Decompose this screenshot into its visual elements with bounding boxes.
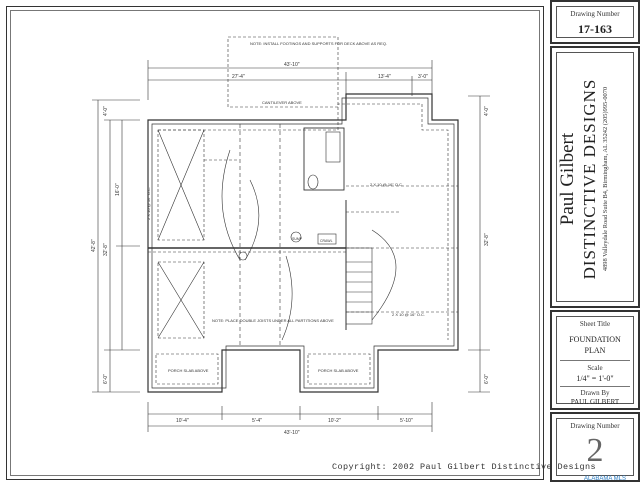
right-dim-2: 4'-0": [484, 106, 490, 116]
designer-name: Paul Gilbert: [557, 132, 578, 226]
company-address: 4898 Valleydale Road Suite B4, Birmingha…: [602, 86, 609, 272]
left-dim-2: 32'-8": [103, 243, 109, 256]
right-dim-1: 32'-8": [484, 233, 490, 246]
joist-label-a: 2 X 10 @ 16" O.C.: [370, 182, 403, 187]
sheet-number-label: Drawing Number: [570, 422, 620, 430]
bottom-dim-4: 5'-10": [400, 418, 413, 424]
left-dim-3: 16'-0": [115, 183, 121, 196]
left-dim-5: 6'-0": [103, 374, 109, 384]
cantilever-note: CANTILEVER ABOVE: [262, 100, 302, 105]
right-dim-3: 6'-0": [484, 374, 490, 384]
drawn-by-value: PAUL GILBERT: [570, 398, 620, 406]
overall-width-top: 43'-10": [284, 62, 300, 68]
company-box: Paul Gilbert DISTINCTIVE DESIGNS 4898 Va…: [550, 46, 640, 308]
sump-label: SUMP: [292, 237, 303, 241]
left-dim-4: 4'-0": [103, 106, 109, 116]
overall-width-bottom: 43'-10": [284, 430, 300, 436]
sheet-title-label: Sheet Title: [579, 320, 611, 328]
top-dim-3: 3'-0": [418, 74, 428, 80]
crawl-label: CRAWL: [320, 239, 333, 243]
sheet-info-box: Sheet Title FOUNDATION PLAN Scale 1/4" =…: [550, 310, 640, 410]
top-dim-2: 13'-4": [378, 74, 391, 80]
bottom-dim-2: 5'-4": [252, 418, 262, 424]
drawn-by-label: Drawn By: [580, 389, 610, 397]
porch-right-label: PORCH SLAB ABOVE: [318, 368, 359, 373]
joist-label-c: 2 X 10 @ 16" O.C.: [146, 187, 151, 220]
sheet-border: [6, 6, 544, 480]
joist-label-b: 2 X 10 @ 16" O.C.: [392, 312, 425, 317]
scale-label: Scale: [587, 364, 603, 372]
deck-outline: [227, 36, 339, 108]
sheet-title: FOUNDATION PLAN: [569, 335, 621, 355]
drawing-number: 17-163: [578, 22, 612, 36]
sheet-inner-border: [10, 10, 540, 476]
porch-left-label: PORCH SLAB ABOVE: [168, 368, 209, 373]
bottom-dim-3: 10'-2": [328, 418, 341, 424]
foundation-plan-drawing: NOTE: INSTALL FOOTINGS AND SUPPORTS FOR …: [91, 36, 490, 436]
sheet-number-box: Drawing Number 2: [550, 412, 640, 482]
deck-note: NOTE: INSTALL FOOTINGS AND SUPPORTS FOR …: [250, 41, 387, 46]
company-name: DISTINCTIVE DESIGNS: [580, 78, 599, 280]
sheet-number: 2: [586, 432, 604, 469]
drawing-number-box: Drawing Number 17-163: [550, 0, 640, 44]
place-double-note: NOTE: PLACE DOUBLE JOISTS UNDER ALL PART…: [212, 318, 334, 323]
scale-value: 1/4" = 1'-0": [576, 374, 614, 383]
mls-logo: ALABAMA MLS: [584, 476, 627, 482]
copyright-text: Copyright: 2002 Paul Gilbert Distinctive…: [332, 462, 597, 472]
top-dim-1: 27'-4": [232, 74, 245, 80]
left-dim-overall: 42'-8": [91, 239, 97, 252]
bottom-dim-1: 10'-4": [176, 418, 189, 424]
drawing-number-label: Drawing Number: [570, 10, 620, 18]
